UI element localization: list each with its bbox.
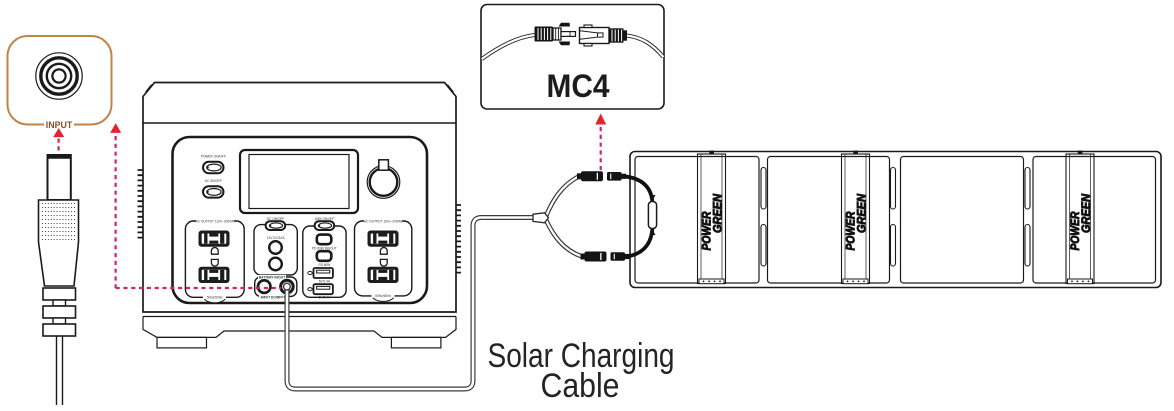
svg-text:PD 60W IN&OUT: PD 60W IN&OUT (312, 246, 337, 250)
svg-text:INPUT DC/MPPT: INPUT DC/MPPT (261, 295, 286, 299)
svg-text:DC ON/OFF: DC ON/OFF (267, 217, 285, 221)
svg-text:AC OUTPUT 110V~2000W: AC OUTPUT 110V~2000W (196, 220, 234, 224)
svg-text:POWER ON/OFF: POWER ON/OFF (201, 155, 226, 159)
svg-text:AC OUTPUT 110V~2000W: AC OUTPUT 110V~2000W (364, 220, 402, 224)
svg-text:5V/2.4A: 5V/2.4A (319, 296, 331, 300)
svg-text:BATTERY IN/OUT: BATTERY IN/OUT (259, 276, 285, 280)
svg-text:INPUT: INPUT (46, 120, 73, 131)
svg-text:AC ON/OFF: AC ON/OFF (205, 179, 222, 183)
svg-text:50Hz/60Hz: 50Hz/60Hz (375, 294, 391, 298)
svg-text:5V/2.4A: 5V/2.4A (319, 280, 331, 284)
svg-text:GREEN: GREEN (713, 193, 725, 233)
svg-text:USB ON/OFF: USB ON/OFF (315, 217, 335, 221)
svg-text:12V DC/10A: 12V DC/10A (267, 236, 286, 240)
svg-text:POWER: POWER (702, 211, 714, 251)
svg-text:PD 60W: PD 60W (318, 263, 330, 267)
svg-text:MC4: MC4 (547, 68, 610, 104)
svg-text:Cable: Cable (541, 367, 620, 405)
svg-text:50Hz/60Hz: 50Hz/60Hz (207, 295, 223, 299)
svg-text:Solar Charging: Solar Charging (488, 337, 675, 375)
